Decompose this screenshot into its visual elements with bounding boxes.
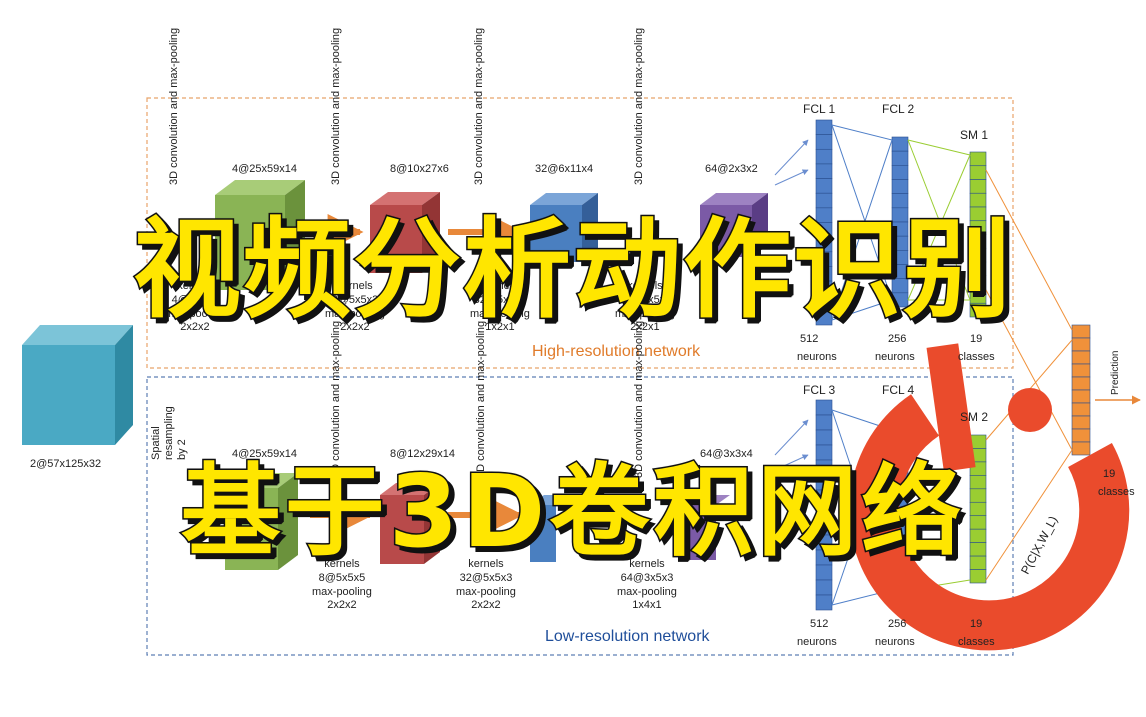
high-size-label-2: 8@10x27x6 bbox=[390, 163, 449, 175]
output-column-cell bbox=[1071, 363, 1091, 378]
low-size-label-2: 8@12x29x14 bbox=[390, 448, 455, 460]
input-cube bbox=[22, 325, 133, 445]
power-ring-logo-icon bbox=[849, 343, 1130, 651]
output-column-cell bbox=[1071, 415, 1091, 430]
fcl3-title: FCL 3 bbox=[803, 383, 836, 397]
low-conv-block-2 bbox=[380, 483, 440, 564]
fcl4-title: FCL 4 bbox=[882, 383, 915, 397]
headline-line-1: 视频分析动作识别 bbox=[131, 207, 1013, 335]
input-size-label: 2@57x125x32 bbox=[30, 458, 102, 470]
output-column-cell bbox=[1071, 402, 1091, 417]
fcl3-column-cell bbox=[815, 594, 833, 611]
low-kernel-label-1: kernels 8@5x5x5 max-pooling 2x2x2 bbox=[312, 558, 372, 612]
sm1-unit: classes bbox=[958, 351, 995, 363]
output-count: 19 bbox=[1103, 468, 1116, 480]
fcl2-column bbox=[891, 136, 909, 308]
output-column-cell bbox=[1071, 389, 1091, 404]
fcl2-unit: neurons bbox=[875, 351, 915, 363]
sm2-unit: classes bbox=[958, 636, 995, 648]
high-kernel-label-3: kernels 32@5x5x3 max-pooling 1x2x1 bbox=[470, 280, 530, 334]
sm2-count: 19 bbox=[970, 618, 983, 630]
high-op-label-2: 3D convolution and max-pooling bbox=[330, 27, 342, 185]
high-conv-block-2 bbox=[370, 192, 440, 273]
output-column-cell bbox=[1071, 376, 1091, 391]
sm1-column-cell bbox=[969, 302, 987, 318]
fcl2-column-cell bbox=[891, 136, 909, 152]
fcl1-column-cell bbox=[815, 134, 833, 150]
low-conv-block-4 bbox=[690, 495, 730, 560]
output-column bbox=[1071, 324, 1091, 456]
low-conv-block-3 bbox=[530, 495, 570, 562]
fcl1-title: FCL 1 bbox=[803, 102, 836, 116]
fcl1-column-cell bbox=[815, 148, 833, 165]
high-res-frame bbox=[146, 97, 1014, 369]
sm1-count: 19 bbox=[970, 333, 983, 345]
prediction-label: Prediction bbox=[1110, 350, 1121, 395]
fcl1-column-cell bbox=[815, 163, 833, 179]
high-conv-block-4 bbox=[700, 193, 768, 257]
high-op-label-3: 3D convolution and max-pooling bbox=[473, 27, 485, 185]
sm1-column-cell bbox=[969, 165, 987, 180]
output-unit: classes bbox=[1098, 486, 1135, 498]
low-conv-block-1 bbox=[225, 473, 298, 570]
fcl2-title: FCL 2 bbox=[882, 102, 915, 116]
low-res-frame bbox=[146, 376, 1014, 656]
fcl1-column-cell bbox=[815, 119, 833, 135]
high-kernel-label-1: kernels 4@5x5x3 max-pooling 2x2x2 bbox=[165, 280, 225, 334]
sm2-column-cell bbox=[969, 569, 987, 584]
fcl2-column-cell bbox=[891, 150, 909, 166]
fcl4-unit: neurons bbox=[875, 636, 915, 648]
low-network-title: Low-resolution network bbox=[545, 628, 710, 645]
low-kernel-label-2: kernels 32@5x5x3 max-pooling 2x2x2 bbox=[456, 558, 516, 612]
high-kernel-label-4: kernels 64@3x5x3 max-pooling 2x2x1 bbox=[615, 280, 675, 334]
high-kernel-label-2: kernels 8@5x5x3 max-pooling 2x2x2 bbox=[325, 280, 385, 334]
sm1-title: SM 1 bbox=[960, 128, 989, 142]
headline-line-2: 基于3D卷积网络 bbox=[179, 452, 966, 572]
fcl4-count: 256 bbox=[888, 618, 907, 630]
fcl3-column-cell bbox=[815, 579, 833, 596]
high-network-title: High-resolution network bbox=[532, 343, 701, 360]
high-size-label-3: 32@6x11x4 bbox=[535, 163, 594, 175]
high-size-label-4: 64@2x3x2 bbox=[705, 163, 758, 175]
fcl-input-arrows bbox=[774, 139, 809, 471]
fcl1-count: 512 bbox=[800, 333, 819, 345]
fcl2-count: 256 bbox=[888, 333, 907, 345]
high-conv-block-1 bbox=[215, 180, 305, 290]
sm2-title: SM 2 bbox=[960, 410, 989, 424]
stage-arrows bbox=[310, 214, 1141, 533]
output-column-cell bbox=[1071, 337, 1091, 352]
fcl3-unit: neurons bbox=[797, 636, 837, 648]
fcl1-column bbox=[815, 119, 833, 326]
fcl1-column-cell bbox=[815, 310, 833, 326]
high-size-label-1: 4@25x59x14 bbox=[232, 163, 297, 175]
low-size-label-1: 4@25x59x14 bbox=[232, 448, 297, 460]
low-size-label-3: 64@3x3x4 bbox=[700, 448, 753, 460]
high-op-label-4: 3D convolution and max-pooling bbox=[633, 27, 645, 185]
output-column-cell bbox=[1071, 441, 1091, 456]
low-kernel-label-3: kernels 64@3x5x3 max-pooling 1x4x1 bbox=[617, 558, 677, 612]
sm1-column-cell bbox=[969, 151, 987, 167]
output-column-cell bbox=[1071, 350, 1091, 365]
fcl3-column bbox=[815, 399, 833, 611]
fcl1-unit: neurons bbox=[797, 351, 837, 363]
sm2-column bbox=[969, 434, 987, 584]
fcl3-column-cell bbox=[815, 399, 833, 416]
fcl3-column-cell bbox=[815, 414, 833, 431]
connections-high bbox=[831, 124, 1073, 451]
high-op-label-1: 3D convolution and max-pooling bbox=[168, 27, 180, 185]
high-conv-block-3 bbox=[530, 193, 598, 262]
fcl3-count: 512 bbox=[810, 618, 829, 630]
fcl2-column-cell bbox=[891, 165, 909, 180]
sm1-column bbox=[969, 151, 987, 318]
